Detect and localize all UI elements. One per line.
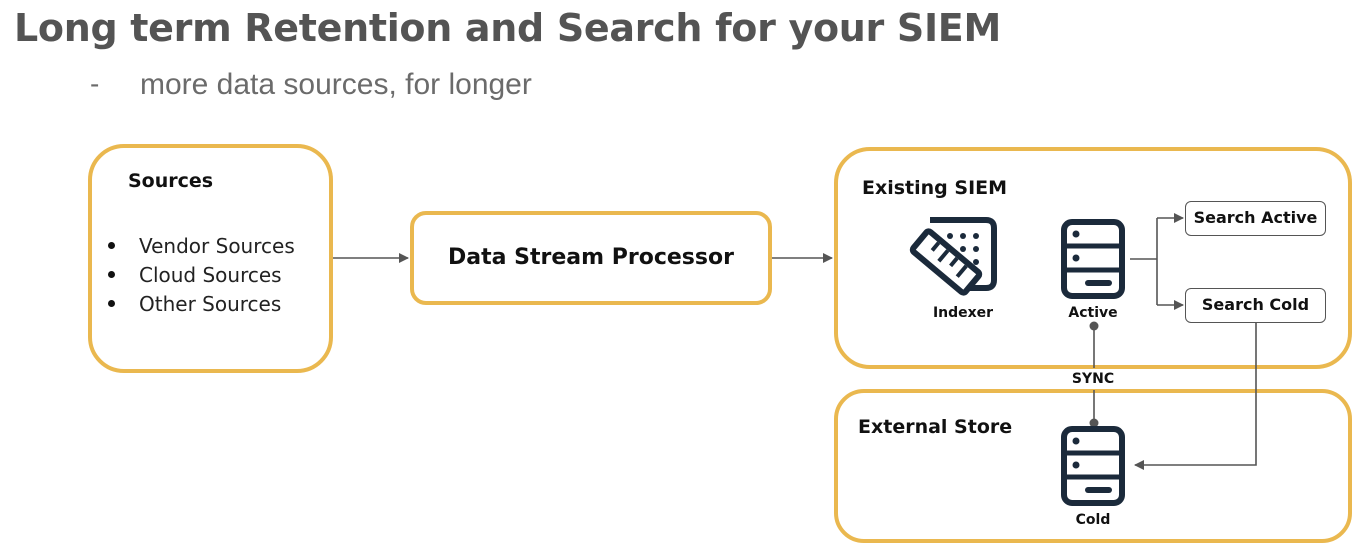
data-stream-processor-box [410,211,772,305]
bullet-dot-icon [108,271,115,278]
indexer-label: Indexer [932,305,994,321]
bullet-dot-icon [108,242,115,249]
indexer-ruler-icon [909,217,997,296]
external-store-title: External Store [858,416,1013,438]
sources-list-item: Vendor Sources [108,232,295,261]
sources-title: Sources [128,170,214,192]
slide-subtitle: more data sources, for longer [140,68,532,101]
slide-title: Long term Retention and Search for your … [14,6,1001,50]
sources-list-item: Cloud Sources [108,261,295,290]
search-active-button[interactable]: Search Active [1185,201,1326,236]
search-cold-button[interactable]: Search Cold [1185,288,1326,323]
active-server-icon [1061,219,1125,299]
subtitle-dash: - [90,68,100,99]
active-to-search-branch [1130,213,1184,310]
active-label: Active [1068,305,1118,321]
cold-server-icon [1061,426,1125,506]
sources-box [88,144,333,373]
sync-label: SYNC [1071,371,1115,387]
sources-list-item: Other Sources [108,290,295,319]
cold-label: Cold [1075,512,1111,528]
existing-siem-title: Existing SIEM [862,177,1008,199]
search-cold-to-cold-connector [1134,323,1257,470]
data-stream-processor-label: Data Stream Processor [448,245,734,270]
bullet-dot-icon [108,300,115,307]
sync-connector [1089,321,1099,428]
sources-list: Vendor Sources Cloud Sources Other Sourc… [108,232,295,319]
